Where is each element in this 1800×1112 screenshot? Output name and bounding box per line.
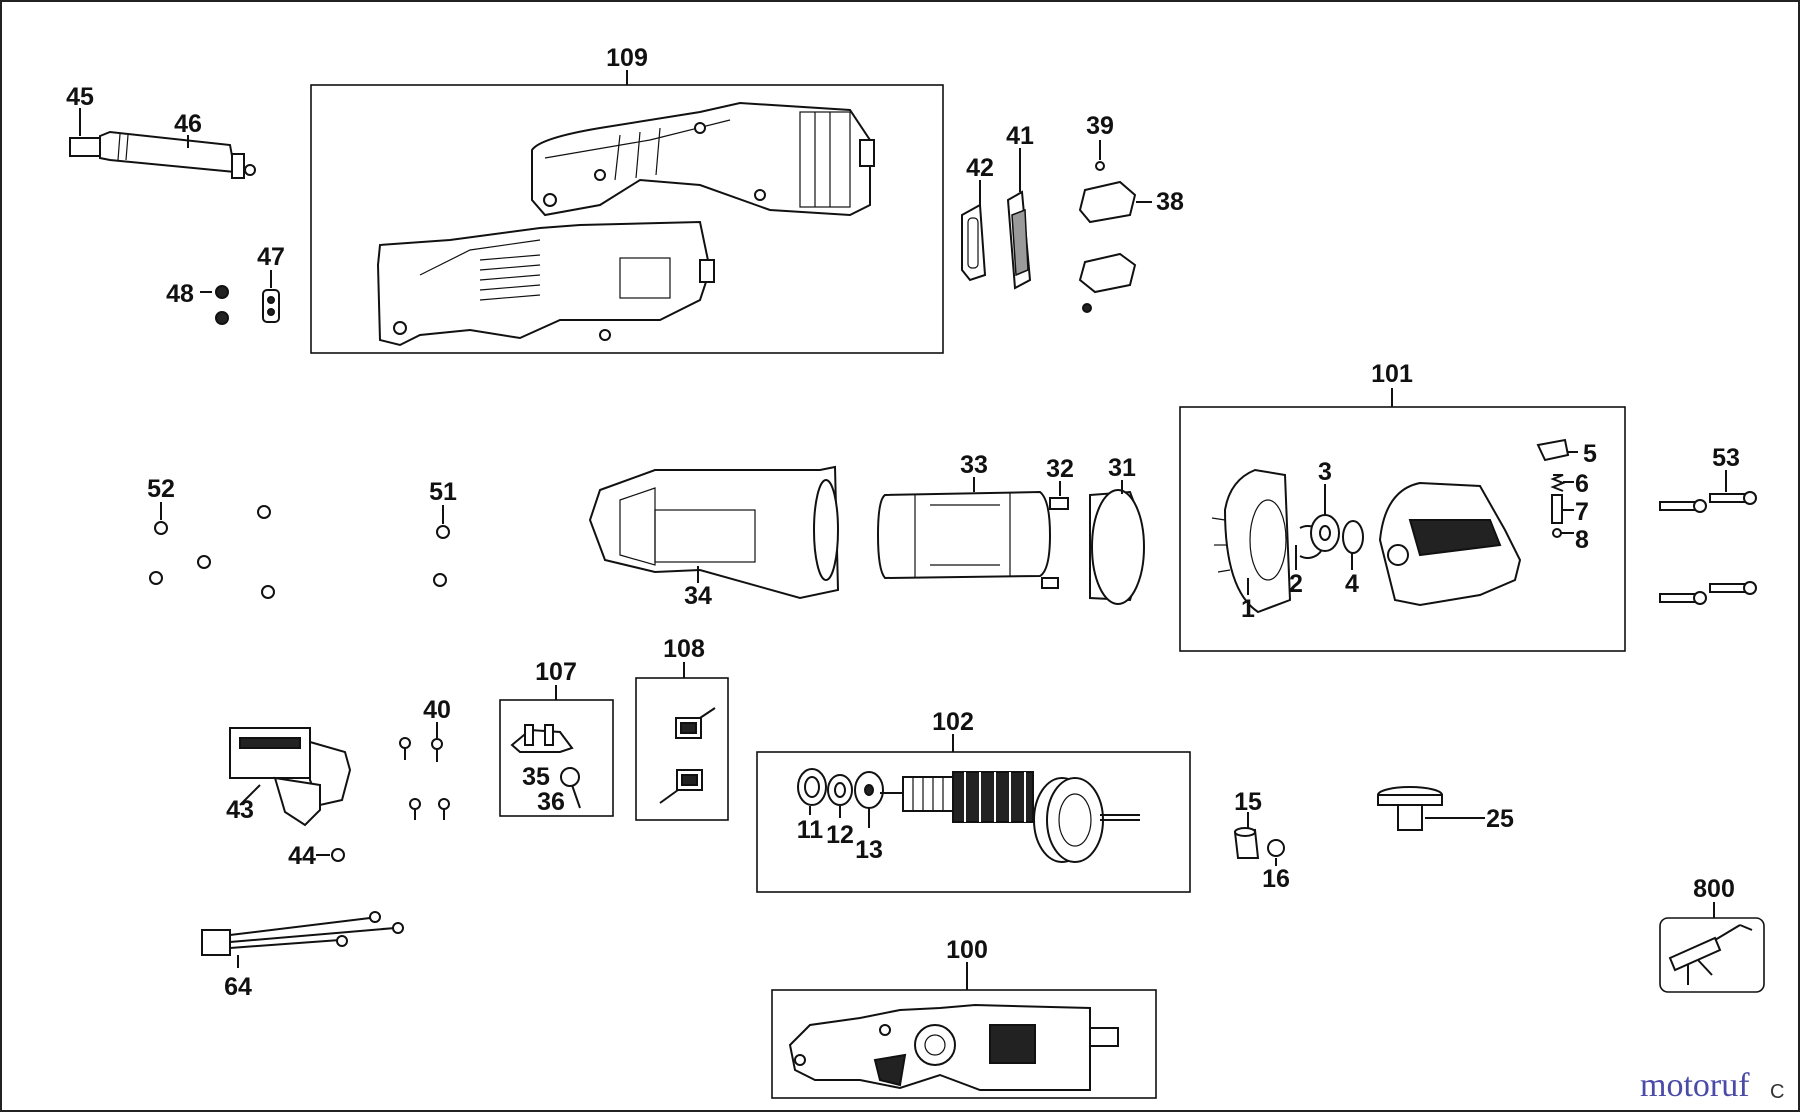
screw-part-44 (331, 848, 345, 862)
box-800 (1659, 917, 1765, 993)
label-35: 35 (522, 763, 550, 791)
label-2: 2 (1289, 570, 1303, 598)
o-ring-part (1342, 520, 1364, 554)
motor-housing-part (588, 465, 840, 600)
screw-parts-53 (1659, 491, 1757, 605)
label-108: 108 (663, 635, 705, 663)
bearing-part-15 (1233, 827, 1260, 859)
label-15: 15 (1234, 788, 1262, 816)
label-4: 4 (1345, 570, 1359, 598)
label-12: 12 (826, 821, 854, 849)
spring-part (560, 767, 581, 809)
cable-part (201, 911, 404, 956)
watermark-copyright: C (1770, 1081, 1784, 1103)
label-42: 42 (966, 154, 994, 182)
label-41: 41 (1006, 122, 1034, 150)
field-coil-part (876, 490, 1052, 580)
label-38: 38 (1156, 188, 1184, 216)
screw-parts-52 (149, 505, 275, 599)
bearing-part (1310, 514, 1340, 552)
lock-button-part (1536, 438, 1570, 538)
label-34: 34 (684, 582, 712, 610)
label-101: 101 (1371, 360, 1413, 388)
label-44: 44 (288, 842, 316, 870)
label-32: 32 (1046, 455, 1074, 483)
label-100: 100 (946, 936, 988, 964)
label-36: 36 (537, 788, 565, 816)
housing-half-upper (531, 101, 875, 217)
nut-part-16 (1267, 839, 1285, 857)
box-108 (635, 677, 729, 821)
label-40: 40 (423, 696, 451, 724)
screw-parts-40 (399, 737, 450, 820)
label-64: 64 (224, 973, 252, 1001)
label-39: 39 (1086, 112, 1114, 140)
label-7: 7 (1575, 498, 1589, 526)
nut-parts (215, 285, 229, 325)
label-102: 102 (932, 708, 974, 736)
label-107: 107 (535, 658, 577, 686)
label-47: 47 (257, 243, 285, 271)
screw-parts-51 (433, 525, 450, 587)
gear-case-part (1378, 481, 1522, 607)
label-8: 8 (1575, 526, 1589, 554)
fan-baffle-part (1211, 468, 1292, 614)
label-11: 11 (797, 816, 824, 844)
box-100 (771, 989, 1157, 1099)
side-handle-part (69, 130, 256, 179)
label-5: 5 (1583, 440, 1597, 468)
box-101 (1179, 406, 1626, 652)
label-52: 52 (147, 475, 175, 503)
label-6: 6 (1575, 470, 1589, 498)
switch-plate-part (1006, 190, 1032, 290)
label-3: 3 (1318, 458, 1332, 486)
brush-holder-part (510, 724, 574, 753)
label-109: 109 (606, 44, 648, 72)
carbon-brush-parts (659, 707, 716, 804)
box-102 (756, 751, 1191, 893)
bearing-parts (797, 768, 884, 809)
label-13: 13 (855, 836, 883, 864)
baffle-part (1089, 489, 1145, 605)
label-25: 25 (1486, 805, 1514, 833)
label-43: 43 (226, 796, 254, 824)
label-800: 800 (1693, 875, 1735, 903)
label-33: 33 (960, 451, 988, 479)
knob-part (1078, 161, 1137, 313)
label-53: 53 (1712, 444, 1740, 472)
switch-part (229, 727, 352, 827)
label-48: 48 (166, 280, 194, 308)
pin-parts (1041, 497, 1069, 589)
label-1: 1 (1241, 595, 1255, 623)
label-51: 51 (429, 478, 457, 506)
grease-gun-part (1668, 924, 1753, 985)
clip-part (262, 289, 280, 323)
watermark-logo: motoruf (1640, 1067, 1750, 1104)
label-45: 45 (66, 83, 94, 111)
label-16: 16 (1262, 865, 1290, 893)
switch-cover-part (961, 203, 987, 282)
complete-tool-part (788, 1003, 1119, 1091)
label-46: 46 (174, 110, 202, 138)
housing-half-lower (376, 220, 715, 347)
armature-part (880, 771, 1140, 863)
label-31: 31 (1108, 454, 1136, 482)
flange-part (1377, 786, 1443, 831)
